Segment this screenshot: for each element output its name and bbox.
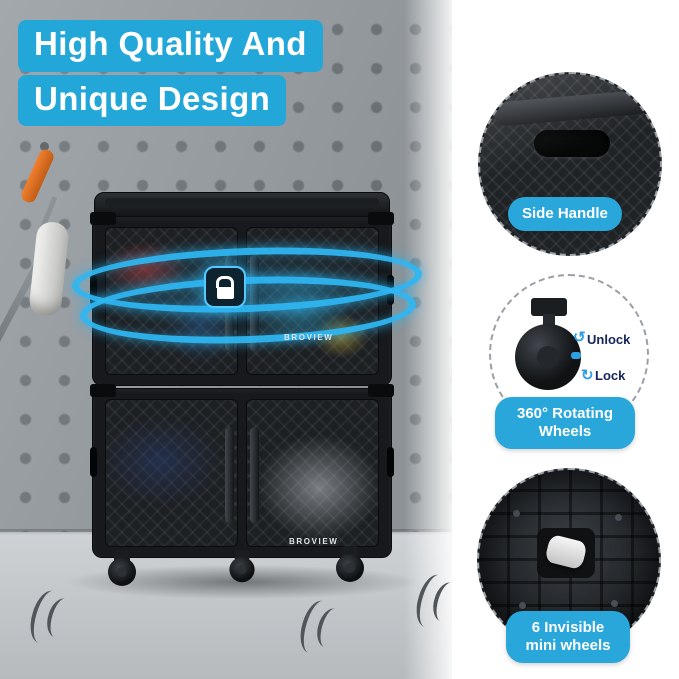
side-handle-left <box>90 275 97 305</box>
lower-left-door <box>105 399 238 547</box>
paint-roller <box>0 130 110 390</box>
caster-wheel <box>332 546 368 582</box>
headline-line-2: Unique Design <box>18 74 287 127</box>
lock-body <box>216 286 234 299</box>
screw <box>611 600 618 607</box>
brand-label-upper: BROVIEW <box>284 333 334 342</box>
lower-doors <box>105 399 379 547</box>
peg-hook <box>40 142 49 151</box>
lock-icon <box>204 266 246 308</box>
roller-sleeve <box>28 220 70 318</box>
callout-label-mini-wheels: 6 Invisible mini wheels <box>506 611 630 663</box>
unlock-label: Unlock <box>587 332 631 347</box>
headline: High Quality And Unique Design <box>18 20 323 127</box>
callout-label-side-handle: Side Handle <box>508 197 622 231</box>
storage-cabinet <box>90 192 394 558</box>
side-latch-left <box>90 384 116 397</box>
upper-doors <box>105 227 379 375</box>
brake-tab <box>571 352 581 359</box>
side-handle-left <box>90 447 97 477</box>
wall-fade <box>404 0 458 679</box>
caster-hub <box>345 563 355 573</box>
screw <box>615 514 622 521</box>
side-latch-left <box>90 212 116 225</box>
caster-wheel <box>226 549 258 583</box>
lower-unit <box>90 384 394 558</box>
lid-rim <box>105 198 379 206</box>
caster-wheel <box>104 550 140 586</box>
door-contents <box>247 400 378 546</box>
side-handle-right <box>387 447 394 477</box>
caster-hub <box>537 346 559 368</box>
brand-label-lower: BROVIEW <box>289 537 339 546</box>
door-handle <box>250 255 259 351</box>
lock-label: Lock <box>595 368 626 383</box>
screw <box>513 510 520 517</box>
rotate-down-icon: ↻ <box>581 367 594 384</box>
handle-cutout <box>534 130 610 157</box>
lower-right-door <box>246 399 379 547</box>
side-latch-right <box>368 384 394 397</box>
caster-hub <box>117 567 127 577</box>
side-handle-right <box>387 275 394 305</box>
cabinet-lid <box>94 192 390 220</box>
door-handle <box>250 427 259 523</box>
door-contents <box>106 400 237 546</box>
door-handle <box>225 427 234 523</box>
door-contents <box>247 228 378 374</box>
caster-hub <box>237 565 247 575</box>
screw <box>519 602 526 609</box>
roller-grip <box>19 147 56 205</box>
headline-line-1: High Quality And <box>18 20 323 72</box>
callout-label-rotating-wheels: 360° Rotating Wheels <box>495 397 635 449</box>
upper-unit <box>90 212 394 386</box>
rotate-up-icon: ↺ <box>573 329 586 346</box>
caster-mount-plate <box>531 298 567 316</box>
side-latch-right <box>368 212 394 225</box>
upper-right-door <box>246 227 379 375</box>
lock-shackle <box>216 275 234 288</box>
